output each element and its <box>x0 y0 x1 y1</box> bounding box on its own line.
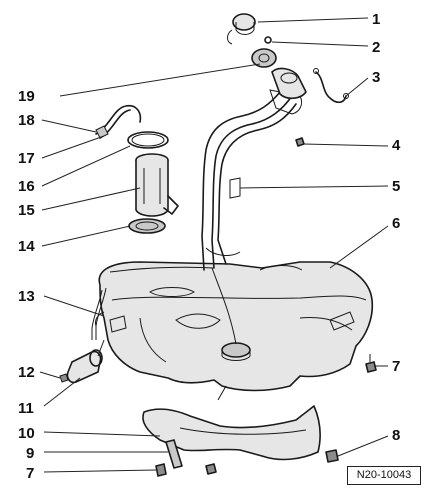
breather-hose <box>295 68 349 147</box>
filler-neck-pipes <box>201 89 303 345</box>
callout-6: 6 <box>392 215 400 232</box>
callout-5: 5 <box>392 178 400 195</box>
callout-16: 16 <box>18 178 35 195</box>
callout-15: 15 <box>18 202 35 219</box>
callout-12: 12 <box>18 364 35 381</box>
callout-8: 8 <box>392 427 400 444</box>
callout-19: 19 <box>18 88 35 105</box>
callout-4: 4 <box>392 137 401 154</box>
figure-code: N20-10043 <box>347 466 421 485</box>
callout-2: 2 <box>372 39 380 56</box>
callout-18: 18 <box>18 112 35 129</box>
fuel-filter <box>59 311 105 384</box>
callout-7-right: 7 <box>392 358 400 375</box>
callout-17: 17 <box>18 150 35 167</box>
leader-lines <box>39 17 389 473</box>
fasteners <box>155 354 377 477</box>
callout-3: 3 <box>372 69 380 86</box>
callout-10: 10 <box>18 425 35 442</box>
filler-cap-assembly <box>227 13 307 100</box>
callout-11: 11 <box>18 400 34 417</box>
heat-shield <box>142 385 321 469</box>
callout-labels: 1 2 3 4 5 6 7 8 19 18 17 16 15 14 13 12 … <box>18 11 401 482</box>
fuel-sender-unit <box>95 104 179 234</box>
callout-1: 1 <box>372 11 380 28</box>
callout-14: 14 <box>18 238 35 255</box>
callout-13: 13 <box>18 288 35 305</box>
callout-9: 9 <box>26 445 34 462</box>
callout-7-left: 7 <box>26 465 34 482</box>
